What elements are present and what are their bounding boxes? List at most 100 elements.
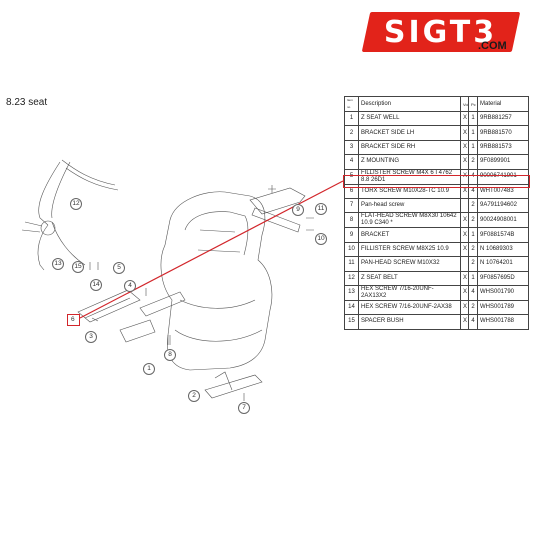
cell-pc: 2: [468, 154, 478, 170]
cell-vol: X: [460, 241, 469, 258]
cell-item-no: 15: [344, 314, 359, 330]
cell-material: N 10689303: [477, 241, 529, 258]
cell-item-no: 14: [344, 299, 359, 316]
cell-vol: X: [460, 139, 469, 156]
cell-vol: X: [460, 125, 469, 141]
callout-4[interactable]: 4: [124, 280, 136, 292]
cell-item-no: 11: [344, 256, 359, 272]
cell-pc: 1: [468, 227, 478, 243]
bracket-bottom: [204, 374, 263, 399]
callout-9[interactable]: 9: [292, 204, 304, 216]
cell-material: 9A791194602: [477, 197, 529, 214]
cell-description: FILLISTER SCREW M4X 6 I 4762 8.8 26D1: [358, 168, 461, 185]
cell-description: HEX SCREW 7/16-20UNF-2AX13X2: [358, 284, 461, 301]
callout-13[interactable]: 13: [52, 258, 64, 270]
cell-description: Z MOUNTING: [358, 154, 461, 170]
cell-item-no: 8: [344, 212, 359, 229]
cell-vol: X: [460, 110, 469, 127]
table-header-row: Item no Description Vol Pc Material: [344, 96, 529, 112]
cell-pc: 4: [468, 168, 478, 185]
cell-description: Pan-head screw: [358, 197, 461, 214]
cell-material: 9F0857695D: [477, 270, 529, 286]
callout-14[interactable]: 14: [90, 279, 102, 291]
cell-pc: 2: [468, 212, 478, 229]
cell-description: TORX SCREW M10X28-TC 10.9: [358, 183, 461, 199]
cell-pc: 2: [468, 241, 478, 258]
cell-vol: X: [460, 154, 469, 170]
header-item-no: Item no: [344, 96, 359, 112]
cell-material: WHS001790: [477, 284, 529, 301]
cell-pc: 1: [468, 139, 478, 156]
cell-material: 9RB881570: [477, 125, 529, 141]
cell-description: BRACKET: [358, 227, 461, 243]
callout-5[interactable]: 5: [113, 262, 125, 274]
callout-11[interactable]: 11: [315, 203, 327, 215]
bracket-9: [249, 187, 306, 215]
cell-material: 9RB881573: [477, 139, 529, 156]
callout-12[interactable]: 12: [70, 198, 82, 210]
cell-material: WHS001789: [477, 299, 529, 316]
header-description: Description: [358, 96, 461, 112]
callout-1[interactable]: 1: [143, 363, 155, 375]
callout-6-highlight[interactable]: 6: [67, 314, 80, 326]
callout-3[interactable]: 3: [85, 331, 97, 343]
cell-description: HEX SCREW 7/16-20UNF-2AX38: [358, 299, 461, 316]
callout-2[interactable]: 2: [188, 390, 200, 402]
cell-description: PAN-HEAD SCREW M10X32: [358, 256, 461, 272]
cell-description: FILLISTER SCREW M8X25 10.9: [358, 241, 461, 258]
cell-vol: X: [460, 284, 469, 301]
section-title: 8.23 seat: [6, 97, 48, 108]
cell-material: 9F0881574B: [477, 227, 529, 243]
header-material: Material: [477, 96, 529, 112]
cell-description: SPACER BUSH: [358, 314, 461, 330]
cell-description: BRACKET SIDE LH: [358, 125, 461, 141]
cell-material: WHS001788: [477, 314, 529, 330]
bracket-left: [77, 289, 141, 323]
cell-item-no: 7: [344, 197, 359, 214]
callout-8[interactable]: 8: [164, 349, 176, 361]
cell-vol: X: [460, 299, 469, 316]
belt-strap-left: [38, 161, 61, 226]
cell-vol: [460, 197, 469, 214]
callout-7[interactable]: 7: [238, 402, 250, 414]
cell-material: N 10764201: [477, 256, 529, 272]
cell-description: BRACKET SIDE RH: [358, 139, 461, 156]
callout-10[interactable]: 10: [315, 233, 327, 245]
cell-material: WHT007483: [477, 183, 529, 199]
cell-pc: 2: [468, 197, 478, 214]
cell-pc: 4: [468, 314, 478, 330]
header-pc: Pc: [468, 96, 478, 112]
cell-vol: X: [460, 168, 469, 185]
cell-vol: X: [460, 314, 469, 330]
cell-item-no: 13: [344, 284, 359, 301]
cell-item-no: 9: [344, 227, 359, 243]
cell-vol: X: [460, 227, 469, 243]
callout-15[interactable]: 15: [72, 261, 84, 273]
cell-item-no: 5: [344, 168, 359, 185]
cell-item-no: 1: [344, 110, 359, 127]
cell-vol: X: [460, 270, 469, 286]
cell-description: Z SEAT BELT: [358, 270, 461, 286]
cell-pc: 1: [468, 110, 478, 127]
cell-item-no: 3: [344, 139, 359, 156]
cell-pc: 2: [468, 256, 478, 272]
cell-item-no: 10: [344, 241, 359, 258]
cell-vol: [460, 256, 469, 272]
cell-pc: 2: [468, 299, 478, 316]
